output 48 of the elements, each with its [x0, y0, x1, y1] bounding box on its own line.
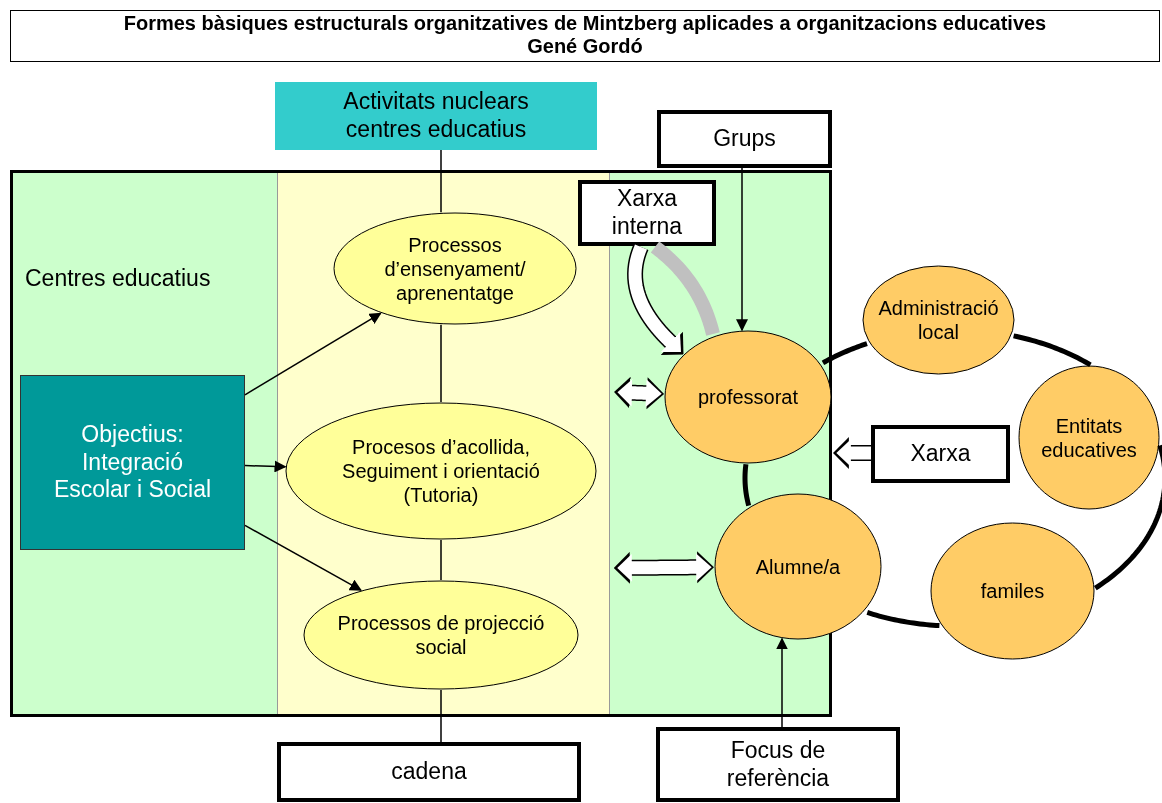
curved-band	[650, 241, 720, 337]
node-label: Objectius: Integració Escolar i Social	[52, 421, 213, 504]
process-ellipse	[285, 402, 597, 540]
arrow	[244, 312, 382, 396]
process-ellipse	[303, 580, 579, 690]
node-label: professorat	[696, 385, 800, 409]
node-label: Focus de referència	[725, 736, 831, 793]
actor-circle	[1018, 365, 1160, 510]
label-box	[578, 180, 716, 246]
label-box	[871, 425, 1010, 483]
connector-line	[440, 539, 442, 581]
connector-line	[440, 149, 442, 214]
objectives-box	[20, 375, 245, 550]
node-label: Activitats nuclears centres educatius	[342, 88, 530, 144]
actor-circle	[930, 522, 1095, 660]
actor-circle	[664, 330, 832, 464]
node-label: Centres educatius	[25, 265, 211, 293]
ring-line	[742, 463, 752, 507]
process-ellipse	[333, 212, 577, 325]
arrow	[776, 637, 788, 728]
node-label: cadena	[390, 758, 468, 786]
ring-line	[821, 341, 868, 366]
author-name: Gené Gordó	[527, 35, 643, 57]
arrow	[244, 460, 287, 473]
node-label: Grups	[712, 125, 777, 153]
connector-line	[440, 323, 442, 403]
label-box	[657, 110, 832, 168]
ring-line	[1013, 333, 1092, 368]
node-label: Alumne/a	[754, 554, 842, 579]
title: Formes bàsiques estructurals organitzatives de Mintzberg aplicades a organitzacions educatives	[123, 12, 1047, 34]
node-label: Processos d’ensenyament/ aprenentatge	[383, 232, 527, 305]
actor-circle	[862, 265, 1015, 375]
arrow	[244, 524, 362, 591]
label-box	[277, 742, 581, 802]
node-label: Processos de projecció social	[336, 611, 546, 659]
node-label: Administració local	[877, 296, 1000, 344]
node-label: Xarxa	[909, 440, 972, 468]
connector-line	[440, 689, 442, 743]
node-label: Entitats educatives	[1040, 413, 1138, 462]
node-label: Xarxa interna	[610, 185, 684, 241]
actor-circle	[714, 493, 882, 640]
node-label: familes	[979, 579, 1046, 603]
arrow	[736, 167, 748, 332]
ring-line	[866, 610, 940, 629]
ring-line	[1093, 444, 1162, 591]
label-box	[656, 727, 900, 802]
node-label: Procesos d’acollida, Seguiment i orientació (Tutoria)	[341, 435, 541, 507]
activity-box	[275, 82, 597, 150]
